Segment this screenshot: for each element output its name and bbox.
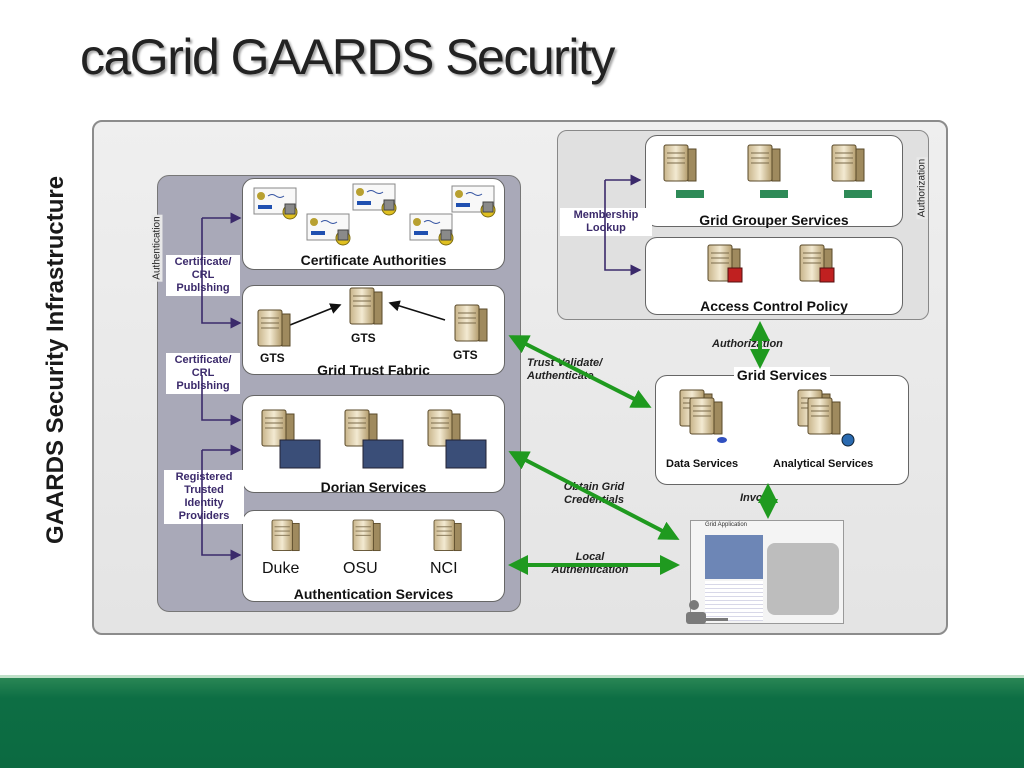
gts-label-2: GTS [351, 331, 376, 345]
institution-duke: Duke [262, 560, 300, 577]
ct-scan-thumbnail [767, 543, 839, 615]
access-control-policy-label: Access Control Policy [700, 298, 848, 314]
grid-services-label: Grid Services [656, 367, 908, 383]
grid-application-window: Grid Application [690, 520, 844, 624]
access-control-policy-box: Access Control Policy [645, 237, 903, 315]
analytical-services-label: Analytical Services [773, 458, 874, 470]
grid-grouper-services-label: Grid Grouper Services [699, 212, 849, 228]
grid-services-label-text: Grid Services [733, 367, 831, 383]
us-map-thumbnail [705, 535, 763, 579]
membership-lookup-tag: Membership Lookup [560, 208, 652, 236]
gts-label-3: GTS [453, 348, 478, 362]
registered-trusted-idp-tag: Registered Trusted Identity Providers [164, 470, 244, 524]
institution-osu: OSU [343, 560, 378, 577]
cert-crl-publishing-tag-2: Certificate/ CRL Publshing [166, 353, 240, 394]
grid-trust-fabric-label: Grid Trust Fabric [317, 362, 430, 378]
authentication-services-label: Authentication Services [293, 586, 454, 602]
gts-label-1: GTS [260, 351, 285, 365]
data-services-label: Data Services [666, 458, 739, 470]
cert-crl-publishing-tag-1: Certificate/ CRL Publshing [166, 255, 240, 296]
certificate-authorities-label: Certificate Authorities [300, 252, 447, 268]
results-table-thumbnail [705, 581, 763, 621]
institution-nci: NCI [430, 560, 458, 577]
footer-band [0, 675, 1024, 768]
slide-title: caGrid GAARDS Security [80, 29, 615, 85]
grid-application-caption: Grid Application [705, 522, 748, 528]
dorian-services-label: Dorian Services [320, 479, 427, 495]
